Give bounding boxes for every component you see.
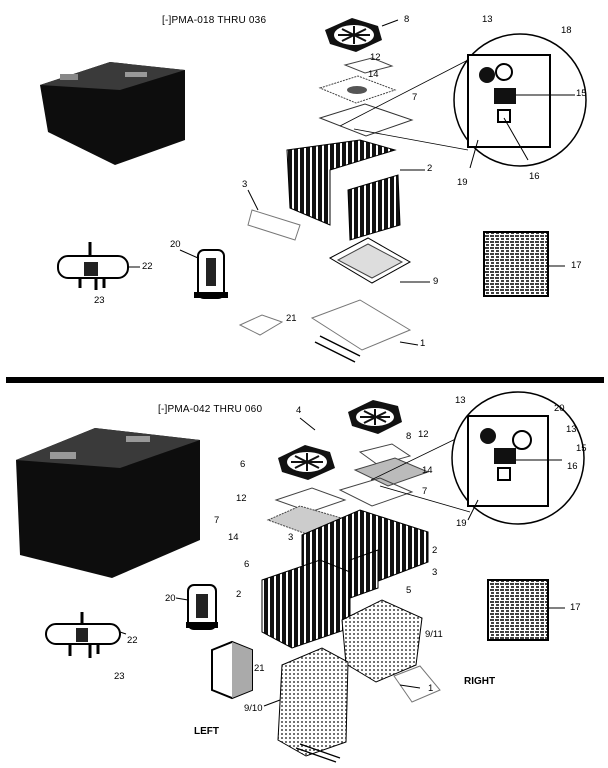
callout-label: 23 (94, 295, 105, 306)
callout-label: 1 (428, 683, 434, 694)
top-panel-part-12 (343, 57, 394, 74)
callout-label: 5 (406, 585, 412, 596)
callout-label: 23 (114, 671, 125, 682)
base-part-21 (238, 314, 284, 336)
control-box-detail-bottom (451, 391, 585, 525)
base-pan-part-1 (310, 299, 412, 351)
compressor-part-20-bottom (175, 584, 218, 630)
left-side-label: LEFT (194, 726, 219, 737)
cabinet-illustration-top (40, 62, 185, 165)
callout-label: 19 (457, 177, 468, 188)
wiring-diagram-part-17-bottom (487, 579, 549, 641)
callout-label: 14 (368, 69, 379, 80)
callout-label: 17 (570, 602, 581, 613)
callout-label: 20 (554, 403, 565, 414)
callout-label: 2 (236, 589, 242, 600)
callout-label: 21 (286, 313, 297, 324)
callout-label: 21 (254, 663, 265, 674)
top-model-title: [-]PMA-018 THRU 036 (162, 15, 267, 26)
callout-label: 6 (240, 459, 246, 470)
fan-guard-part-8-left (278, 445, 335, 480)
callout-label: 3 (288, 532, 294, 543)
coil-grille-part-2-right (347, 174, 401, 241)
callout-label: 12 (236, 493, 247, 504)
callout-label: 9/10 (244, 703, 263, 714)
callout-label: 8 (406, 431, 412, 442)
callout-label: 3 (432, 567, 438, 578)
callout-label: 9/11 (425, 629, 443, 640)
callout-label: 20 (165, 593, 176, 604)
callout-label: 9 (433, 276, 439, 287)
reversing-valve-part-22-bottom (45, 612, 127, 658)
callout-label: 13 (455, 395, 466, 406)
reversing-valve-part-22 (57, 242, 140, 290)
side-panel-part-3 (247, 209, 301, 241)
callout-label: 7 (422, 486, 428, 497)
callout-label: 7 (412, 92, 418, 103)
cover-part-21 (211, 640, 253, 700)
bottom-model-title: [-]PMA-042 THRU 060 (158, 404, 263, 415)
callout-label: 8 (404, 14, 410, 25)
callout-label: 6 (244, 559, 250, 570)
fan-guard-part-8 (325, 18, 399, 52)
fan-grille-part-9-10 (277, 647, 349, 757)
callout-label: 13 (566, 424, 577, 435)
callout-label: 22 (127, 635, 138, 646)
fan-guard-part-8-right (348, 400, 402, 434)
coil-grille-part-2-left (286, 139, 397, 226)
control-box-detail-top (453, 33, 587, 169)
right-side-label: RIGHT (464, 676, 496, 687)
callout-label: 14 (422, 465, 433, 476)
callout-label: 20 (170, 239, 181, 250)
callout-label: 1 (420, 338, 426, 349)
callout-label: 22 (142, 261, 153, 272)
callout-label: 15 (576, 88, 587, 99)
coil-grille-part-2-lower (261, 559, 351, 649)
callout-label: 12 (418, 429, 429, 440)
callout-label: 19 (456, 518, 467, 529)
callout-label: 18 (561, 25, 572, 36)
callout-label: 4 (296, 405, 302, 416)
callout-label: 7 (214, 515, 220, 526)
callout-label: 12 (370, 52, 381, 63)
callout-label: 2 (432, 545, 438, 556)
callout-label: 14 (228, 532, 239, 543)
top-cover-part-7 (318, 103, 414, 137)
compressor-part-20 (179, 249, 228, 299)
callout-label: 17 (571, 260, 582, 271)
top-panel-part-14 (318, 75, 397, 104)
callout-label: 2 (427, 163, 433, 174)
wiring-diagram-part-17-top (483, 231, 549, 297)
callout-label: 16 (529, 171, 540, 182)
callout-label: 15 (576, 443, 587, 454)
cabinet-illustration-bottom (16, 428, 200, 578)
section-divider (6, 377, 604, 383)
callout-label: 3 (242, 179, 248, 190)
callout-label: 13 (482, 14, 493, 25)
callout-label: 16 (567, 461, 578, 472)
